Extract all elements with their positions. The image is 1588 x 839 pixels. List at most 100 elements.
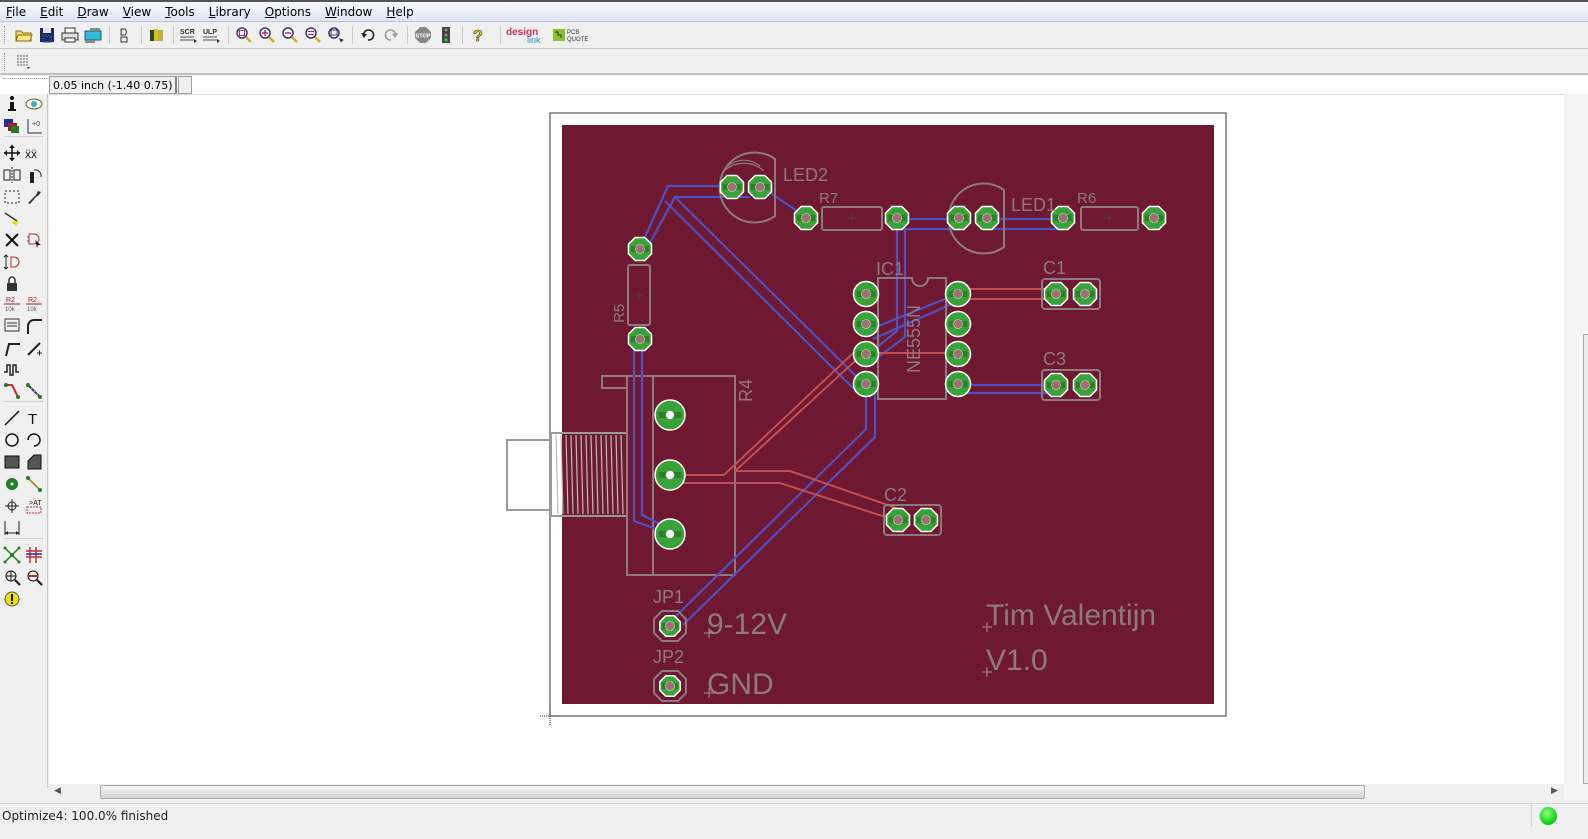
ic1-pad[interactable] <box>852 280 880 308</box>
tool-route[interactable] <box>3 360 21 378</box>
tool-info[interactable] <box>3 95 21 113</box>
c2-pad[interactable] <box>913 507 939 533</box>
tool-split[interactable] <box>3 339 21 357</box>
ic1-pad[interactable] <box>944 310 972 338</box>
ulp-button[interactable]: ULP <box>201 24 223 46</box>
tool-smash[interactable] <box>3 317 21 335</box>
help-button[interactable]: ? <box>467 24 489 46</box>
tool-rect[interactable] <box>3 453 21 471</box>
tool-autorouter[interactable] <box>25 546 43 564</box>
zoom-out-button[interactable] <box>279 24 301 46</box>
tool-miter[interactable] <box>25 317 43 335</box>
r6-pad[interactable] <box>1141 205 1167 231</box>
led2-pad[interactable] <box>747 174 773 200</box>
menu-draw[interactable]: Draw <box>77 5 108 19</box>
tool-ripup[interactable] <box>3 382 21 400</box>
save-button[interactable] <box>36 24 58 46</box>
tool-auto[interactable] <box>25 382 43 400</box>
tool-move[interactable] <box>3 144 21 162</box>
ic1-pad[interactable] <box>944 340 972 368</box>
tool-dimension[interactable] <box>3 519 21 537</box>
ic1-pad[interactable] <box>852 340 880 368</box>
tool-optimize[interactable] <box>25 339 43 357</box>
undo-button[interactable] <box>357 24 379 46</box>
tool-ratsnest[interactable] <box>3 546 21 564</box>
tool-copy[interactable]: ẍẍ <box>25 144 43 162</box>
toolbar-grip[interactable] <box>3 78 47 81</box>
tool-group[interactable] <box>3 188 21 206</box>
c1-pad[interactable] <box>1072 281 1098 307</box>
tool-mirror[interactable] <box>3 166 21 184</box>
menu-options[interactable]: Options <box>265 5 311 19</box>
go-button[interactable] <box>435 24 457 46</box>
tool-hole[interactable] <box>3 497 21 515</box>
menu-view[interactable]: View <box>123 5 151 19</box>
jp2-pad[interactable] <box>659 675 681 697</box>
zoom-redraw-button[interactable] <box>302 24 324 46</box>
ic1-pad[interactable] <box>852 370 880 398</box>
menu-edit[interactable]: Edit <box>40 5 63 19</box>
led1-pad[interactable] <box>974 205 1000 231</box>
tool-replace[interactable] <box>3 253 21 271</box>
tool-change[interactable] <box>25 188 43 206</box>
tool-paste[interactable] <box>3 210 21 228</box>
tool-attribute[interactable]: >AT <box>25 497 43 515</box>
tool-warning[interactable] <box>3 590 21 608</box>
jp1-pad[interactable] <box>659 615 681 637</box>
cam-processor-button[interactable] <box>82 24 104 46</box>
tool-rotate[interactable] <box>25 166 43 184</box>
tool-mark[interactable]: +0 <box>25 117 43 135</box>
zoom-select-button[interactable] <box>325 24 347 46</box>
tool-text[interactable]: T <box>25 409 43 427</box>
tool-via[interactable] <box>3 475 21 493</box>
print-button[interactable] <box>59 24 81 46</box>
menu-library[interactable]: Library <box>209 5 251 19</box>
tool-arc[interactable] <box>25 431 43 449</box>
tool-add[interactable] <box>25 231 43 249</box>
horizontal-scroll-thumb[interactable] <box>100 785 1365 799</box>
scroll-left-arrow[interactable]: ◀ <box>54 786 61 796</box>
ic1-pad[interactable] <box>852 310 880 338</box>
c3-pad[interactable] <box>1043 372 1069 398</box>
ic1-pad[interactable] <box>944 280 972 308</box>
stop-button[interactable]: STOP <box>412 24 434 46</box>
r5-pad[interactable] <box>627 326 653 352</box>
tool-circle[interactable] <box>3 431 21 449</box>
led2-pad[interactable] <box>719 174 745 200</box>
toolbar-grip[interactable] <box>4 52 7 71</box>
ic1-pad[interactable] <box>944 370 972 398</box>
r7-pad[interactable] <box>793 205 819 231</box>
tool-wire[interactable] <box>3 409 21 427</box>
menu-help[interactable]: Help <box>386 5 413 19</box>
tool-errors[interactable] <box>25 568 43 586</box>
horizontal-scrollbar[interactable]: ◀ ▶ <box>49 784 1564 800</box>
menu-file[interactable]: File <box>6 5 26 19</box>
pcb-drawing[interactable]: LED2 LED1 R7 R6 IC1 C1 C3 C2 JP1 JP2 R5 … <box>49 95 1564 784</box>
tool-delete[interactable] <box>3 231 21 249</box>
toolbar-grip[interactable] <box>4 26 7 44</box>
tool-lock[interactable] <box>3 275 21 293</box>
tool-drc[interactable] <box>3 568 21 586</box>
script-button[interactable]: SCR <box>178 24 200 46</box>
c3-pad[interactable] <box>1072 372 1098 398</box>
r7-pad[interactable] <box>884 205 910 231</box>
grid-button[interactable] <box>13 51 35 73</box>
schematic-switch-button[interactable] <box>114 24 136 46</box>
vertical-scroll-thumb[interactable] <box>1583 334 1588 784</box>
r6-pad[interactable] <box>1050 205 1076 231</box>
redo-button[interactable] <box>380 24 402 46</box>
zoom-fit-button[interactable] <box>233 24 255 46</box>
led1-pad[interactable] <box>946 205 972 231</box>
menu-window[interactable]: Window <box>325 5 372 19</box>
r4-pad[interactable] <box>654 399 686 431</box>
tool-show[interactable] <box>25 95 43 113</box>
scroll-right-arrow[interactable]: ▶ <box>1551 786 1558 796</box>
c2-pad[interactable] <box>885 507 911 533</box>
zoom-in-button[interactable] <box>256 24 278 46</box>
vertical-scrollbar[interactable] <box>1564 94 1588 800</box>
library-button[interactable] <box>146 24 168 46</box>
